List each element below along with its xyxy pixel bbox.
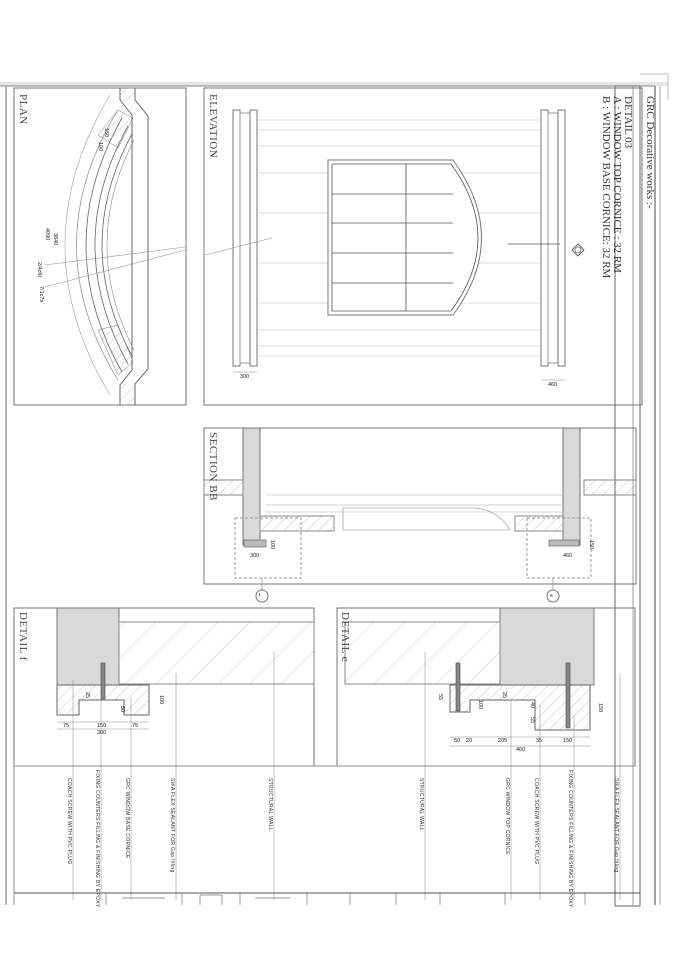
section-dim: 460 xyxy=(563,553,573,559)
note-fixing-counters: FIXING COUNTERS FILLING & FINISHING BY E… xyxy=(567,770,573,908)
detail-e-dim: 40 xyxy=(529,702,535,709)
detail-e-dim: 150 xyxy=(563,738,573,744)
detail-e-dim: 35 xyxy=(536,738,543,744)
detail-f-dim: 50 xyxy=(119,706,125,713)
detail-e-dim: 25 xyxy=(501,692,507,699)
section-dim: 300 xyxy=(250,553,260,559)
note-grc-top-cornice: GRC WINDOW TOP CORNICE xyxy=(504,778,510,855)
plan-dim: 3840 xyxy=(52,233,58,246)
callout-e-marker: e xyxy=(550,593,553,599)
elevation-dim-right: 460 xyxy=(548,382,558,388)
note-sika-flex: SIKA FLEX SEALANT FOR Gap filling xyxy=(613,778,619,873)
detail-f-dim: 75 xyxy=(63,723,70,729)
plan-label: PLAN xyxy=(17,94,29,125)
note-coach-screw: COACH SCREW WITH PVC PLUG xyxy=(533,778,539,865)
detail-f-dim: 25 xyxy=(84,692,90,699)
detail-e-dim: 50 xyxy=(454,738,461,744)
plan-dim: 2/4c6t xyxy=(36,262,42,277)
plan-dim: 100 xyxy=(97,142,103,152)
section-bb-label: SECTION BB xyxy=(207,432,219,501)
elevation-label: ELEVATION xyxy=(207,94,219,159)
detail-e-dim: 150 xyxy=(597,703,603,713)
detail-e-dim: 55 xyxy=(437,694,443,701)
detail-f-label: DETAIL f xyxy=(17,612,29,661)
detail-e-dim: 55 xyxy=(529,717,535,724)
note-coach-screw: COACH SCREW WITH PVC PLUG xyxy=(66,778,72,865)
plan-dim: 7/1c7s xyxy=(38,286,44,303)
detail-e-dim: 20 xyxy=(466,738,473,744)
section-dim: 100 xyxy=(269,540,275,550)
section-dim: 150 xyxy=(588,540,594,550)
detail-f-dim: 100 xyxy=(158,695,164,705)
callout-f-marker: f xyxy=(259,593,261,599)
detail-f-dim: 150 xyxy=(97,723,107,729)
plan-dim: 150 xyxy=(103,128,109,138)
window-base-cornice-qty: B : WINDOW BASE CORNICE: 32 RM xyxy=(600,96,612,279)
detail-e-dim: 100 xyxy=(477,700,483,710)
detail-e-dim: 205 xyxy=(498,738,508,744)
elevation-dim-left: 300 xyxy=(240,374,250,380)
detail-f-dim: 300 xyxy=(97,730,107,736)
detail-number: DETAIL 03 xyxy=(622,96,634,149)
note-grc-base-cornice: GRC WINDOW BASE CORNICE xyxy=(124,778,130,859)
note-sika-flex: SIKA FLEX SEALANT FOR Gap filling xyxy=(169,778,175,873)
window-top-cornice-qty: A : WINDOW TOP CORNICE : 32 RM xyxy=(611,96,623,273)
note-fixing-counters: FIXING COUNTERS FILLING & FINISHING BY E… xyxy=(94,770,100,908)
note-structural-wall: STRUCTURAL WALL xyxy=(267,778,273,831)
detail-e-label: DETAIL e xyxy=(339,612,351,663)
note-structural-wall: STRUCTURAL WALL xyxy=(418,778,424,831)
plan-dim: 4090 xyxy=(44,228,50,241)
detail-f-dim: 75 xyxy=(132,723,139,729)
title-heading: GRC Decorative works :- xyxy=(644,96,656,209)
detail-e-dim: 460 xyxy=(516,747,526,753)
